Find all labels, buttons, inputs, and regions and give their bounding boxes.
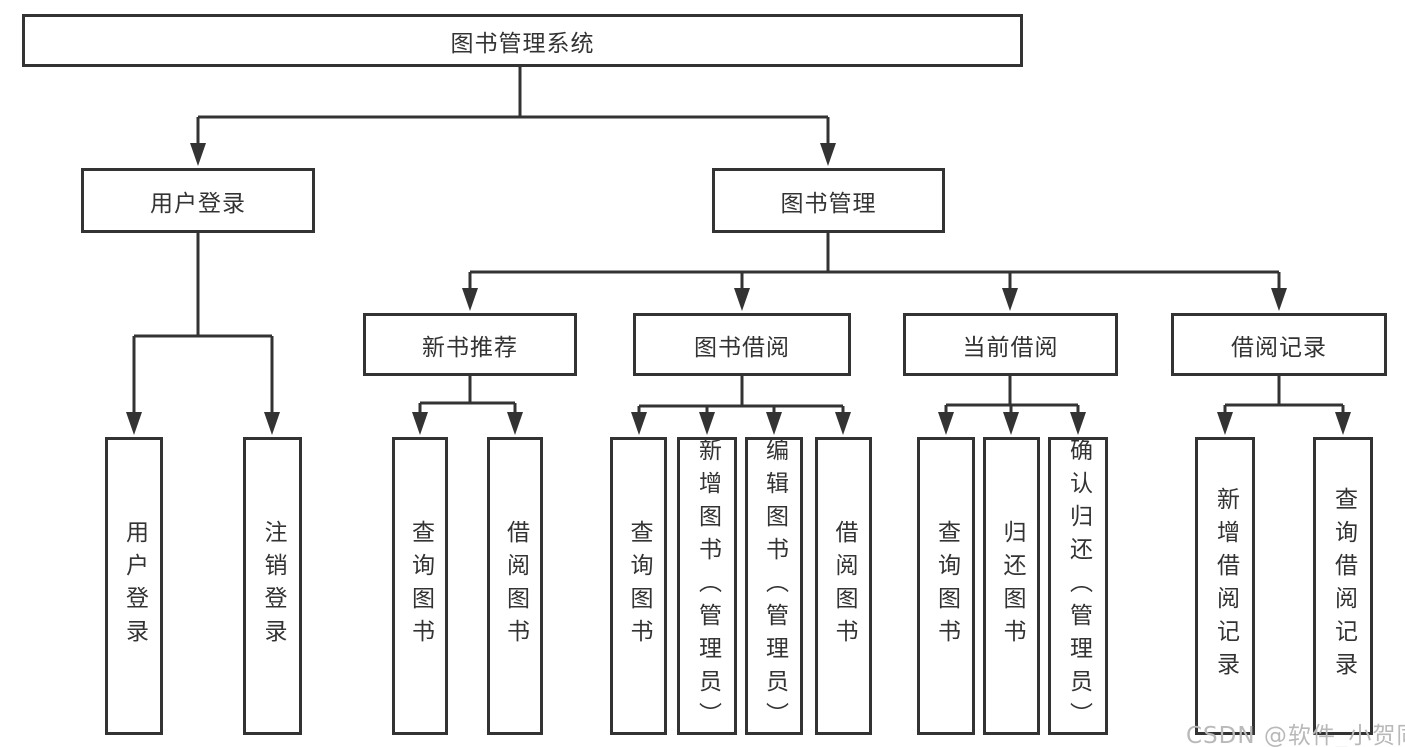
leaf-add-borrow-record: 新增借阅记录: [1195, 437, 1255, 735]
leaf-logout: 注销登录: [243, 437, 302, 735]
node-new-book-recommendation: 新书推荐: [363, 313, 577, 376]
leaf-query-books: 查询图书: [917, 437, 975, 735]
node-label: 用户登录: [150, 190, 246, 217]
node-user-login: 用户登录: [81, 168, 315, 233]
leaf-edit-books-admin: 编辑图书（管理员）: [745, 437, 803, 735]
arrowheads: [126, 143, 1351, 435]
leaf-borrow-books: 借阅图书: [487, 437, 543, 735]
node-label: 查询借阅记录: [1330, 487, 1357, 685]
leaf-user-login: 用户登录: [105, 437, 163, 735]
leaf-borrow-books: 借阅图书: [815, 437, 872, 735]
node-current-borrowing: 当前借阅: [903, 313, 1118, 376]
node-label: 图书管理: [780, 190, 877, 217]
leaf-query-borrow-record: 查询借阅记录: [1313, 437, 1373, 735]
node-label: 查询图书: [407, 520, 434, 652]
node-label: 查询图书: [933, 520, 960, 652]
node-label: 借阅记录: [1231, 334, 1327, 361]
node-label: 归还图书: [999, 520, 1025, 652]
node-borrowing-records: 借阅记录: [1171, 313, 1387, 376]
node-label: 借阅图书: [831, 520, 857, 652]
node-label: 查询图书: [626, 520, 652, 652]
watermark: CSDN @软件_小贺同学: [1186, 723, 1405, 747]
node-label: 编辑图书（管理员）: [761, 437, 788, 735]
leaf-confirm-return-admin: 确认归还（管理员）: [1048, 437, 1108, 735]
node-label: 新书推荐: [422, 334, 518, 361]
node-label: 用户登录: [121, 520, 148, 652]
node-label: 新增借阅记录: [1212, 487, 1239, 685]
node-label: 借阅图书: [502, 520, 529, 652]
node-label: 确认归还（管理员）: [1065, 437, 1092, 735]
node-label: 图书借阅: [694, 334, 790, 361]
node-label: 新增图书（管理员）: [694, 437, 721, 735]
leaf-query-books: 查询图书: [610, 437, 667, 735]
leaf-query-books: 查询图书: [392, 437, 448, 735]
node-book-borrowing: 图书借阅: [633, 313, 851, 376]
node-root-library-management-system: 图书管理系统: [22, 14, 1023, 67]
node-label: 注销登录: [260, 520, 286, 652]
node-book-management: 图书管理: [712, 168, 945, 233]
leaf-return-books: 归还图书: [983, 437, 1040, 735]
node-label: 当前借阅: [962, 334, 1059, 361]
node-label: 图书管理系统: [450, 30, 595, 57]
leaf-add-books-admin: 新增图书（管理员）: [677, 437, 737, 735]
